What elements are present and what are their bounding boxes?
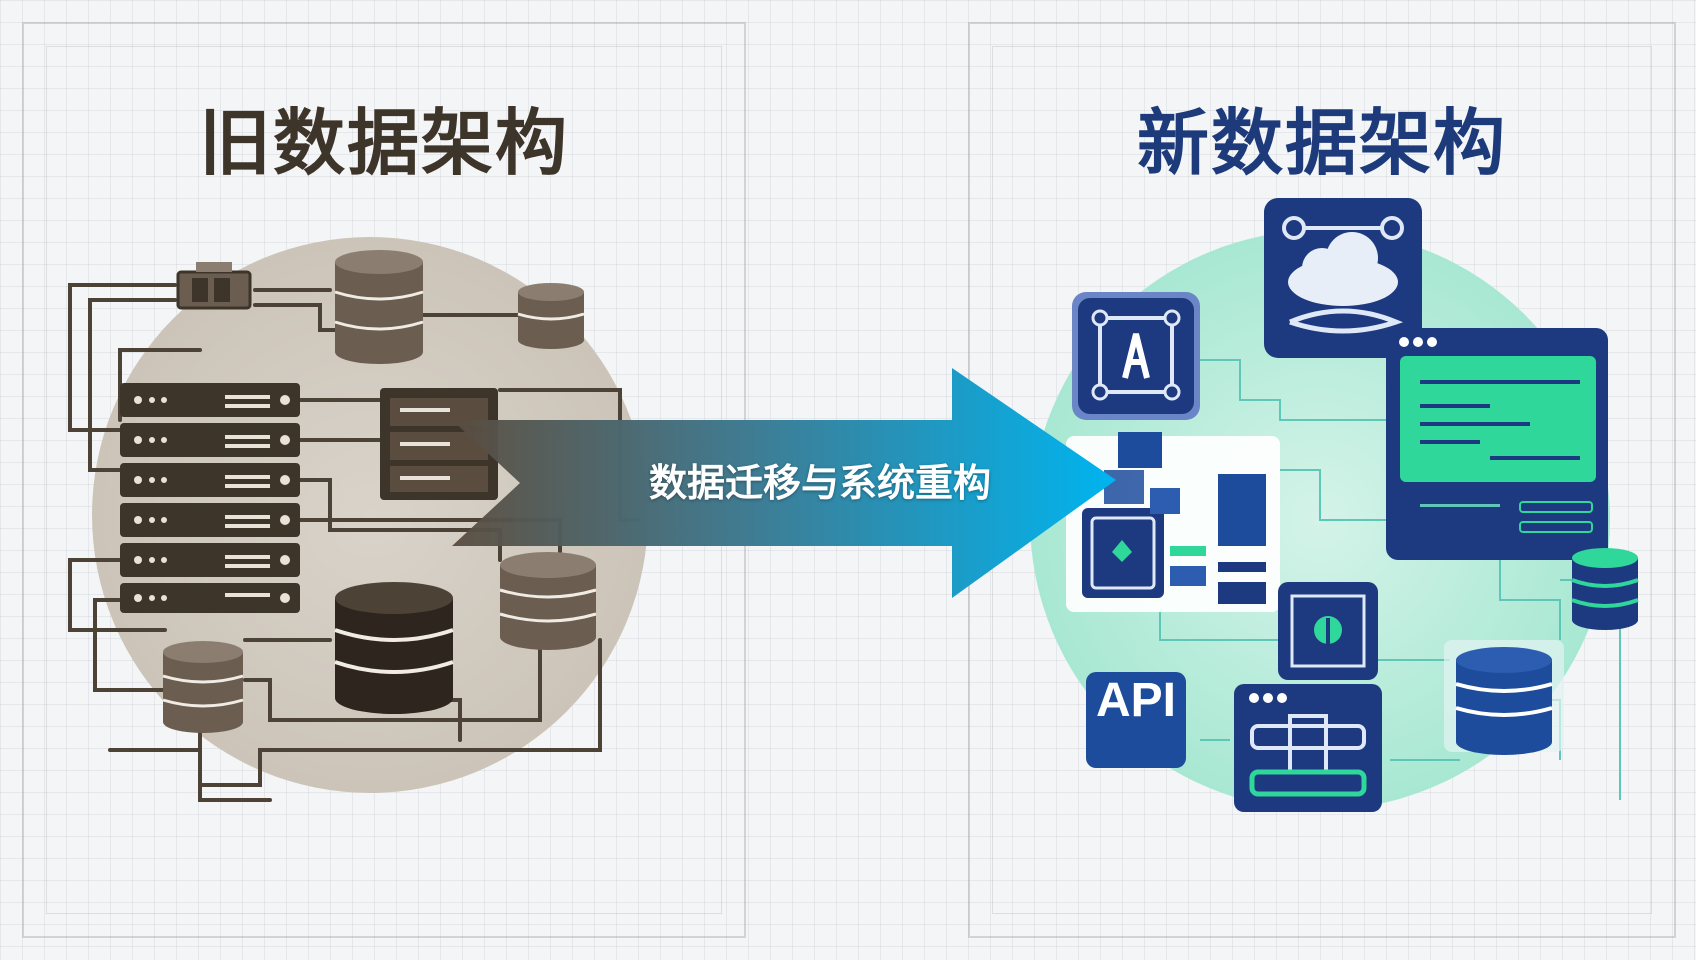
- modern-database-icon: [1444, 640, 1564, 755]
- modern-small-database-icon: [1571, 548, 1639, 630]
- legacy-architecture-title: 旧数据架构: [198, 101, 569, 185]
- cloud-icon: [1264, 198, 1422, 358]
- ai-chip-icon: [1072, 292, 1200, 420]
- migration-arrow: [452, 368, 1116, 598]
- small-chip-icon: [1278, 582, 1378, 680]
- api-badge-icon: [1086, 672, 1186, 768]
- legacy-architecture-panel: 旧数据架构: [22, 22, 746, 938]
- legacy-server-rack-icon: [120, 383, 300, 613]
- microservices-panel-icon: [1066, 432, 1280, 612]
- legacy-database-icon-2: [517, 283, 585, 349]
- dashboard-window-icon: [1386, 328, 1608, 560]
- migration-label: 数据迁移与系统重构: [648, 461, 991, 505]
- legacy-database-icon-4: [499, 552, 597, 650]
- api-label: API: [1095, 674, 1176, 727]
- legacy-database-icon-3: [334, 582, 454, 714]
- network-switch-icon: [176, 262, 252, 310]
- legacy-server-box-icon: [380, 388, 498, 500]
- legacy-database-icon-5: [162, 641, 244, 733]
- new-architecture-panel: 新数据架构: [968, 22, 1676, 938]
- legacy-database-icon-1: [334, 250, 424, 364]
- new-architecture-title: 新数据架构: [1136, 101, 1507, 185]
- service-gateway-icon: [1234, 684, 1382, 812]
